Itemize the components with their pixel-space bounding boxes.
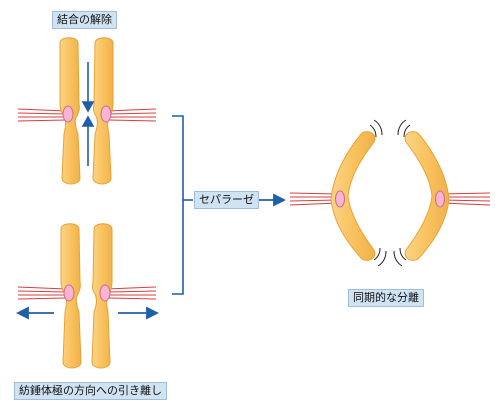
centromere-result-left [335,190,345,208]
spindle-fibers-top-left [17,108,67,122]
top-chromosome [17,37,157,185]
spindle-fibers-top-right [106,108,157,122]
chromatid-result-right [404,131,450,261]
spindle-fibers-bottom-left [17,286,67,300]
label-spindle-pull: 紡錘体極の方向への引き離し [14,382,167,400]
centromere-bottom-right [99,284,111,302]
centromere-bottom-left [63,284,75,302]
label-cohesion-release: 結合の解除 [52,11,117,29]
pole-arrow-left [15,306,54,320]
centromere-top-right [100,105,112,123]
spindle-fibers-bottom-right [106,286,157,300]
result-arrow [258,193,287,207]
centromere-top-left [62,105,74,123]
pole-arrow-right [118,306,160,320]
release-arrows [81,62,95,166]
spindle-fibers-result-right [441,192,491,206]
label-separase: セパラーゼ [194,191,259,209]
motion-marks [369,119,411,267]
chromatid-result-left [330,131,376,261]
centromere-result-right [435,190,445,208]
label-synchronous-separation: 同期的な分離 [348,289,424,307]
spindle-fibers-result-left [289,192,339,206]
bottom-chromosome [15,223,160,369]
convergence-bracket [172,115,193,295]
separated-chromatids [289,119,491,267]
